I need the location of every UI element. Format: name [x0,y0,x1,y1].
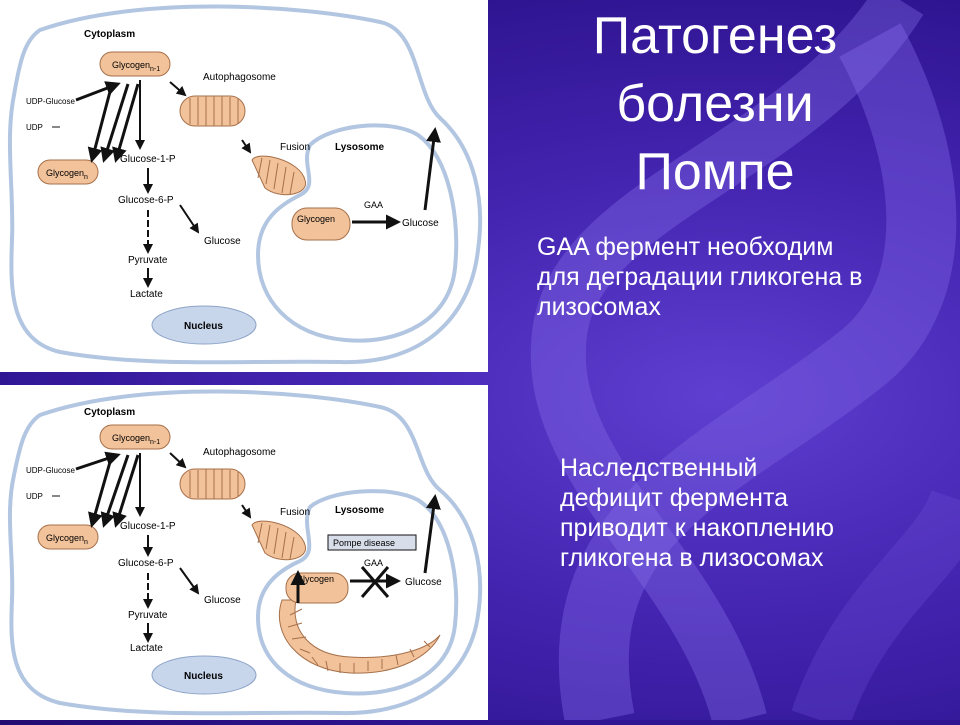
autophagosome [179,468,246,500]
autophagosome [179,95,246,127]
accumulated-glycogen: Glycogen [278,572,441,674]
lysosome-membrane [255,489,459,696]
pompe-disease-badge: Pompe disease [327,534,417,551]
glucose-label: Glucose [204,595,241,606]
title-line: Помпе [635,143,795,201]
glucose-6p-label: Glucose-6-P [118,558,174,569]
lyso-glucose-label: Glucose [402,218,439,229]
lysosome-membrane [255,123,459,343]
udp-glucose-label: UDP-Glucose [26,466,75,475]
svg-text:Glycogenn: Glycogenn [46,168,88,181]
pyruvate-label: Pyruvate [128,255,168,266]
lactate-label: Lactate [130,289,163,300]
udp-glucose-label: UDP-Glucose [26,97,75,106]
svg-text:Nucleus: Nucleus [184,321,223,332]
lactate-label: Lactate [130,643,163,654]
glycogen-granule-top: Glycogenn-1 [99,51,171,77]
enzyme-deficiency-text: Наследственный дефицит фермента приводит… [560,454,834,572]
title-line: болезни [616,75,814,133]
blocked-cross [360,566,390,598]
autophagosome-label: Autophagosome [203,447,276,458]
glycogen-granule-n: Glycogenn [37,159,99,185]
cytoplasm-label: Cytoplasm [84,407,135,418]
autophagosome-label: Autophagosome [203,72,276,83]
glycogen-subscript: n-1 [150,66,160,73]
glycogen-granule-top: Glycogenn-1 [99,424,171,450]
cell-membrane [7,4,483,365]
slide-title: Патогенез болезни Помпе [520,2,910,206]
glucose-label: Glucose [204,236,241,247]
cytoplasm-label: Cytoplasm [84,29,135,40]
lyso-glucose-label: Glucose [405,577,442,588]
svg-text:Pompe disease: Pompe disease [333,538,395,548]
svg-text:Glycogen: Glycogen [296,574,334,584]
normal-pathway-diagram: Cytoplasm Glycogenn-1 Autophagosome UDP-… [0,0,488,372]
nucleus: Nucleus [151,305,257,345]
svg-text:Glycogenn: Glycogenn [46,533,88,546]
nucleus: Nucleus [151,655,257,695]
lysosome-label: Lysosome [335,505,385,516]
glycogen-label: Glycogen [112,60,150,70]
svg-text:Glycogen: Glycogen [297,214,335,224]
cell-membrane [7,389,483,716]
title-line: Патогенез [592,7,838,65]
fusion-label: Fusion [280,142,310,153]
svg-text:Glycogenn-1: Glycogenn-1 [112,433,160,446]
synthesis-arrows [75,451,140,528]
svg-text:Glycogenn-1: Glycogenn-1 [112,60,160,73]
udp-label: UDP [26,492,43,501]
synthesis-arrows [75,81,140,163]
gaa-label: GAA [364,200,383,210]
fused-autophagosome [251,155,306,196]
lysosome-label: Lysosome [335,142,385,153]
glucose-1p-label: Glucose-1-P [120,521,176,532]
fusion-label: Fusion [280,507,310,518]
udp-label: UDP [26,123,43,132]
gaa-label: GAA [364,558,383,568]
lysosome-glycogen: Glycogen [291,207,351,241]
pompe-disease-diagram: Cytoplasm Glycogenn-1 Autophagosome UDP-… [0,385,488,720]
pyruvate-label: Pyruvate [128,610,168,621]
gaa-enzyme-text: GAA фермент необходим для деградации гли… [537,233,863,321]
glycogen-granule-n: Glycogenn [37,524,99,550]
glucose-6p-label: Glucose-6-P [118,195,174,206]
glucose-1p-label: Glucose-1-P [120,154,176,165]
fused-autophagosome [251,520,306,561]
svg-text:Nucleus: Nucleus [184,671,223,682]
